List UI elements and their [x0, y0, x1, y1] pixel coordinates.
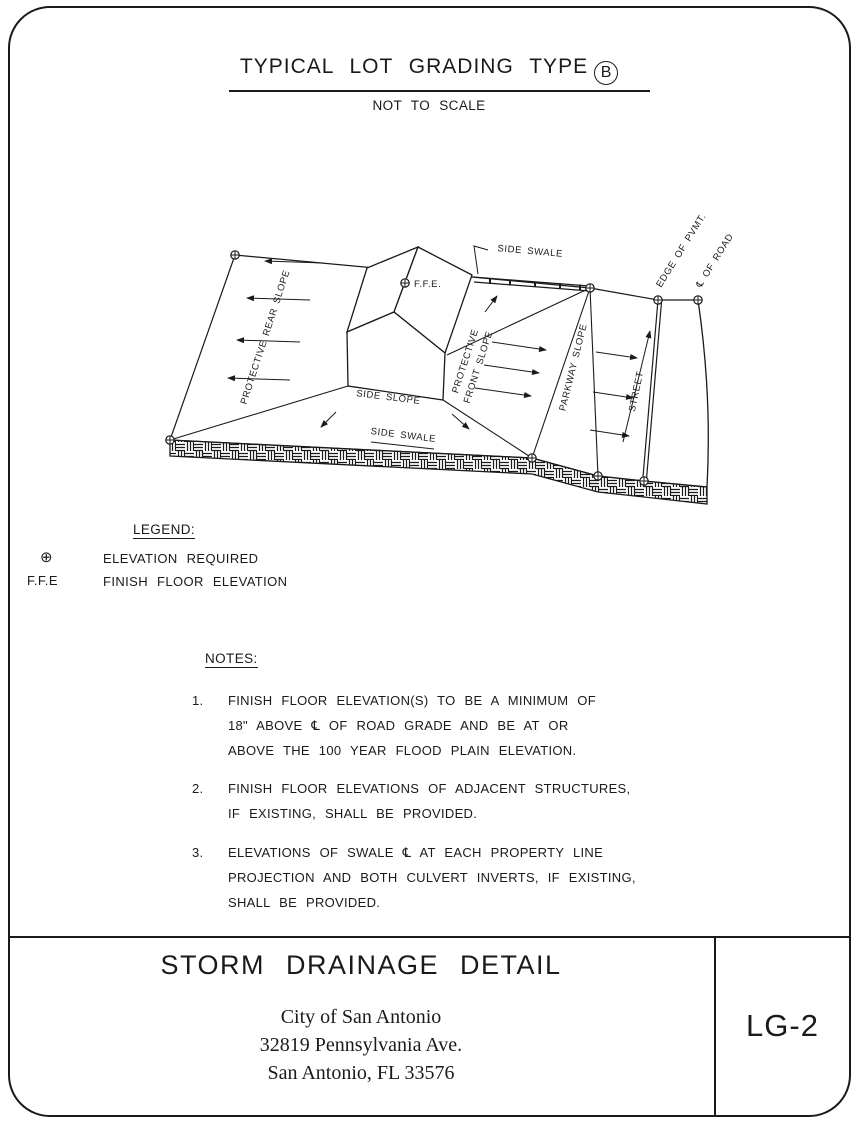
note-number: 2. — [192, 781, 204, 796]
label-protective-rear-slope: PROTECTIVE REAR SLOPE — [239, 269, 293, 406]
page-title: TYPICAL LOT GRADING TYPE B — [0, 55, 858, 85]
notes-heading: NOTES: — [205, 651, 258, 668]
elevation-marker-icon — [653, 295, 663, 305]
drawing-title: STORM DRAINAGE DETAIL — [160, 950, 562, 980]
road-centerline — [697, 299, 709, 488]
note-line: FINISH FLOOR ELEVATIONS OF ADJACENT STRU… — [228, 781, 631, 796]
note-line: IF EXISTING, SHALL BE PROVIDED. — [228, 806, 478, 821]
legend-item-label: ELEVATION REQUIRED — [103, 551, 259, 566]
agency-address: 32819 Pennsylvania Ave. — [259, 1034, 463, 1056]
title-underline — [229, 90, 650, 92]
house-gable-wall — [346, 311, 446, 401]
elevation-marker-icon — [585, 283, 595, 293]
scale-note: NOT TO SCALE — [372, 98, 486, 113]
label-leaders — [370, 245, 489, 450]
ffe-marker-icon — [400, 278, 410, 288]
sheet-border — [8, 6, 851, 1117]
edge-of-pavement-line — [642, 299, 663, 480]
note-line: 18" ABOVE ℄ OF ROAD GRADE AND BE AT OR — [228, 718, 569, 733]
note-item: 2. FINISH FLOOR ELEVATIONS OF ADJACENT S… — [192, 776, 630, 826]
elevation-required-marker-icon: ⊕ — [40, 549, 53, 566]
elevation-marker-icon — [593, 471, 603, 481]
note-item: 3. ELEVATIONS OF SWALE ℄ AT EACH PROPERT… — [192, 840, 636, 915]
elevation-marker-icon — [165, 435, 175, 445]
rear-swale-channel — [472, 276, 591, 292]
title-block-separator — [9, 936, 850, 938]
agency-city-state-zip: San Antonio, FL 33576 — [267, 1062, 455, 1084]
label-side-swale-bottom: SIDE SWALE — [370, 426, 437, 445]
label-street: STREET — [627, 370, 646, 412]
elevation-marker-icon — [693, 295, 703, 305]
note-line: SHALL BE PROVIDED. — [228, 895, 381, 910]
elevation-marker-icon — [639, 476, 649, 486]
house — [345, 245, 473, 401]
type-letter: B — [600, 64, 612, 81]
elevation-marker-icon — [230, 250, 240, 260]
label-side-swale-top: SIDE SWALE — [497, 243, 563, 260]
drainage-arrows — [227, 258, 652, 443]
label-centerline-of-road: ℄ OF ROAD — [694, 232, 736, 291]
note-line: ELEVATIONS OF SWALE ℄ AT EACH PROPERTY L… — [228, 845, 604, 860]
note-item: 1. FINISH FLOOR ELEVATION(S) TO BE A MIN… — [192, 688, 596, 763]
note-line: ABOVE THE 100 YEAR FLOOD PLAIN ELEVATION… — [228, 743, 577, 758]
note-number: 3. — [192, 845, 204, 860]
grading-lines — [169, 287, 599, 477]
type-letter-badge: B — [594, 61, 619, 85]
ffe-abbreviation: F.F.E — [27, 573, 58, 588]
page-title-text: TYPICAL LOT GRADING TYPE — [239, 55, 589, 78]
agency-name: City of San Antonio — [280, 1006, 442, 1028]
note-number: 1. — [192, 693, 204, 708]
title-block-divider — [714, 936, 716, 1115]
note-line: PROJECTION AND BOTH CULVERT INVERTS, IF … — [228, 870, 636, 885]
label-ffe: F.F.E. — [414, 279, 441, 290]
sheet-number: LG-2 — [746, 1008, 819, 1043]
legend-heading: LEGEND: — [133, 522, 196, 539]
lot-grading-diagram: SIDE SWALE EDGE OF PVMT. ℄ OF ROAD PROTE… — [165, 212, 736, 505]
legend-item-label: FINISH FLOOR ELEVATION — [103, 574, 288, 589]
hatched-band — [169, 439, 708, 505]
elevation-marker-icon — [527, 453, 537, 463]
note-line: FINISH FLOOR ELEVATION(S) TO BE A MINIMU… — [228, 693, 596, 708]
